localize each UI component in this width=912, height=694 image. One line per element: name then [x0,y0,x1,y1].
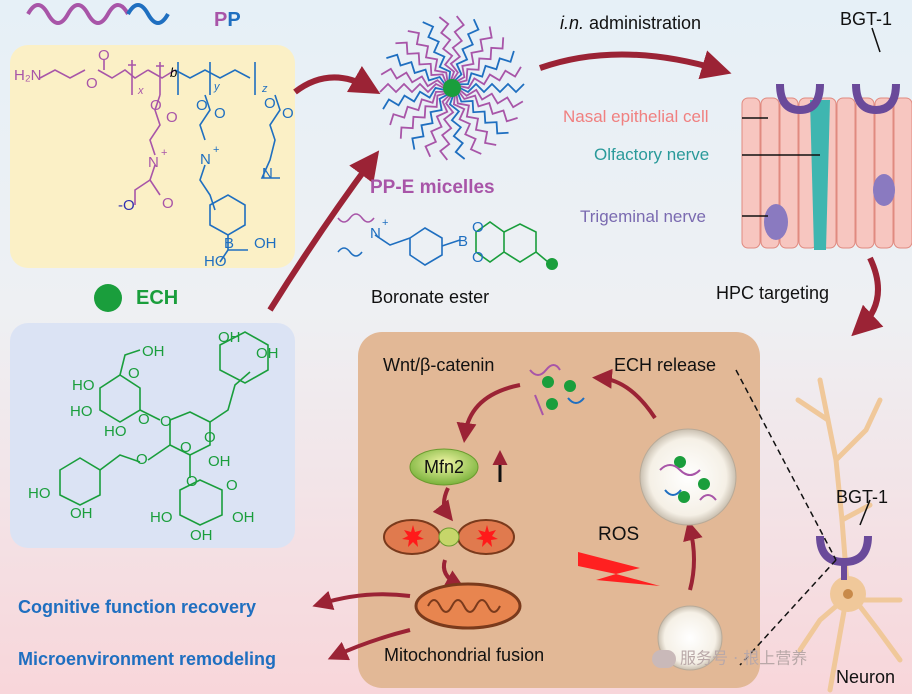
vesicle-large [639,428,737,526]
arrow-hpc [851,256,884,337]
arrow-administration [539,50,732,80]
pp-title: PP [214,9,241,31]
wechat-icon [652,650,676,668]
mfn2-ellipse [409,448,479,486]
damaged-mitochondria-icon [383,519,515,555]
bgt1-bottom-label: BGT-1 [836,487,889,507]
nasal-cell-label: Nasal epithelial cell [563,107,709,126]
arrow-wnt-to-mfn2 [456,383,521,443]
watermark: 服务号 · 根上营养 [652,650,807,668]
ros-label: ROS [598,524,640,545]
ech-structure-panel [10,323,295,548]
microenv-label: Microenvironment remodeling [18,649,277,669]
trigeminal-label: Trigeminal nerve [580,207,706,226]
arrow-ves-up [683,520,703,591]
pp-structure-panel [10,45,295,268]
nasal-epithelium [741,97,912,250]
micelle-graphic [379,15,525,161]
ech-dot-icon [94,284,122,312]
ech-structure-drawing [59,331,269,526]
boronate-ester-drawing [337,213,549,266]
pp-wave-icon [26,3,130,25]
mito-fusion-label: Mitochondrial fusion [384,645,545,665]
ros-lightning-icon [578,552,660,586]
bgt1-top-label: BGT-1 [840,9,893,29]
bgt1-receptor-icon [816,535,872,580]
ech-release-label: ECH release [614,355,717,375]
arrow-release-to-wnt [592,368,657,420]
cognitive-label: Cognitive function recovery [18,597,257,617]
arrow-mfn2-to-mito [432,487,453,522]
ech-label: ECH [136,287,179,309]
olfactory-label: Olfactory nerve [594,145,710,164]
arrow-microenv [327,628,411,661]
arrow-to-micelle [293,66,381,95]
mfn2-label: Mfn2 [424,457,465,477]
administration-label: i.n. administration [560,13,702,33]
arrow-ech-to-micelle [267,150,380,312]
wnt-label: Wnt/β-catenin [383,355,495,375]
neuron-graphic [795,377,903,693]
arrow-cognitive [312,590,411,610]
hpc-label: HPC targeting [716,283,830,303]
pp-structure-drawing [39,60,281,263]
neuron-label: Neuron [836,667,896,687]
boronate-label: Boronate ester [371,287,490,307]
micelle-label: PP-E micelles [370,177,495,198]
fused-mitochondrion-icon [414,582,522,630]
